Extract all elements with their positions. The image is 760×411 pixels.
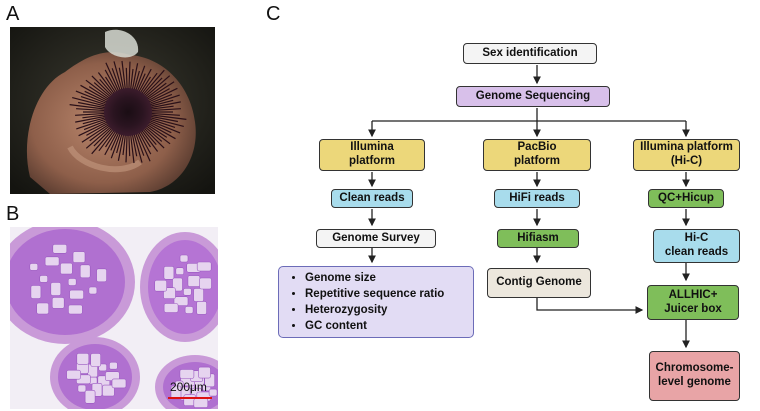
pacbio-platform-box: PacBio platform (483, 139, 591, 171)
qc-hicup-box: QC+Hicup (648, 189, 724, 208)
survey-item: Repetitive sequence ratio (305, 286, 473, 302)
clean-reads-box: Clean reads (331, 189, 413, 208)
contig-genome-box: Contig Genome (487, 268, 591, 298)
sea-urchin-photo (10, 27, 215, 194)
illumina-platform-box: Illumina platform (319, 139, 425, 171)
genome-survey-box: Genome Survey (316, 229, 436, 248)
hifiasm-box: Hifiasm (497, 229, 579, 248)
survey-item: Heterozygosity (305, 302, 473, 318)
scale-bar (168, 397, 212, 399)
allhic-juicer-box: ALLHIC+ Juicer box (647, 285, 739, 320)
survey-item: GC content (305, 318, 473, 334)
hic-platform-box: Illumina platform (Hi-C) (633, 139, 740, 171)
survey-item: Genome size (305, 270, 473, 286)
panel-label-a: A (6, 3, 20, 25)
panel-label-b: B (6, 203, 20, 225)
survey-metrics-box: Genome size Repetitive sequence ratio He… (278, 266, 474, 338)
hifi-reads-box: HiFi reads (494, 189, 580, 208)
sex-identification-box: Sex identification (463, 43, 597, 64)
hic-clean-reads-box: Hi-C clean reads (653, 229, 740, 263)
scale-bar-label: 200μm (170, 380, 207, 394)
genome-sequencing-box: Genome Sequencing (456, 86, 610, 107)
panel-label-c: C (266, 3, 281, 25)
chromosome-level-genome-box: Chromosome- level genome (649, 351, 740, 401)
